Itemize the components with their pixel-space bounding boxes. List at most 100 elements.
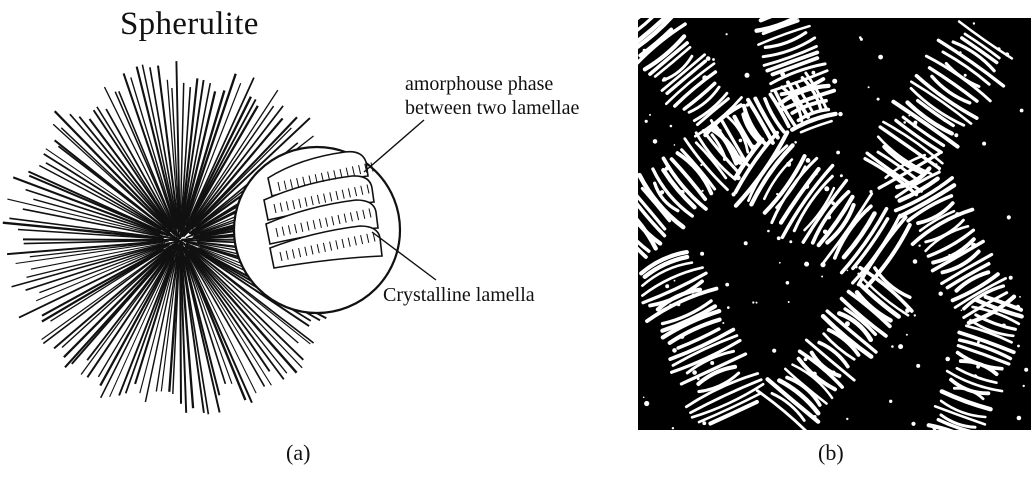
micrograph-speckle xyxy=(723,158,726,161)
micrograph-speckle xyxy=(698,171,701,174)
micrograph-speckle xyxy=(935,163,938,166)
micrograph-speckle xyxy=(955,212,960,217)
spherulite-micrograph xyxy=(638,18,1031,430)
micrograph-speckle xyxy=(789,240,792,243)
micrograph-speckle xyxy=(692,293,695,296)
micrograph-speckle xyxy=(971,243,976,248)
micrograph-speckle xyxy=(739,139,743,143)
micrograph-speckle xyxy=(674,144,676,146)
amorphous-label-line1: amorphouse phase xyxy=(405,72,579,96)
micrograph-speckle xyxy=(706,56,711,61)
micrograph-speckle xyxy=(677,303,681,307)
micrograph-speckle xyxy=(982,142,986,146)
micrograph-speckle xyxy=(974,375,977,378)
micrograph-speckle xyxy=(914,314,916,316)
micrograph-speckle xyxy=(702,75,707,80)
micrograph-speckle xyxy=(653,139,658,144)
micrograph-speckle xyxy=(725,283,729,287)
micrograph-speckle xyxy=(959,51,962,54)
micrograph-speckle xyxy=(772,349,776,353)
micrograph-speckle xyxy=(726,33,728,35)
micrograph-speckle xyxy=(878,55,883,60)
micrograph-speckle xyxy=(670,125,673,128)
micrograph-speckle xyxy=(746,103,750,107)
micrograph-speckle xyxy=(814,172,818,176)
micrograph-speckle xyxy=(767,230,770,233)
micrograph-speckle xyxy=(944,119,947,122)
micrograph-speckle xyxy=(786,281,790,285)
micrograph-speckle xyxy=(692,370,697,375)
micrograph-speckle xyxy=(1016,305,1020,309)
micrograph-speckle xyxy=(732,192,736,196)
micrograph-speckle xyxy=(859,36,862,39)
micrograph-speckle xyxy=(823,230,828,235)
micrograph-speckle xyxy=(644,401,649,406)
micrograph-speckle xyxy=(1024,368,1028,372)
micrograph-speckle xyxy=(812,372,816,376)
micrograph-speckle xyxy=(954,133,958,137)
micrograph-speckle xyxy=(840,174,843,177)
micrograph-speckle xyxy=(836,151,840,155)
micrograph-speckle xyxy=(1019,296,1021,298)
micrograph-speckle xyxy=(1017,416,1022,421)
micrograph-speckle xyxy=(745,73,750,78)
micrograph-panel xyxy=(638,18,1031,430)
micrograph-speckle xyxy=(948,254,950,256)
caption-b: (b) xyxy=(818,440,844,466)
micrograph-speckle xyxy=(832,79,837,84)
micrograph-speckle xyxy=(1020,109,1024,113)
micrograph-speckle xyxy=(786,162,791,167)
micrograph-speckle xyxy=(902,312,904,314)
micrograph-speckle xyxy=(794,141,797,144)
micrograph-speckle xyxy=(961,310,963,312)
micrograph-speckle xyxy=(1023,385,1025,387)
spherulite-diagram-panel: Spherulite amorphouse phase between two … xyxy=(0,0,620,430)
micrograph-speckle xyxy=(831,201,835,205)
micrograph-speckle xyxy=(804,357,808,361)
micrograph-speckle xyxy=(643,49,646,52)
micrograph-speckle xyxy=(812,71,816,75)
micrograph-speckle xyxy=(702,421,706,425)
micrograph-speckle xyxy=(714,311,717,314)
micrograph-speckle xyxy=(911,422,915,426)
micrograph-speckle xyxy=(877,98,880,101)
micrograph-speckle xyxy=(889,400,892,403)
micrograph-speckle xyxy=(847,270,849,272)
micrograph-speckle xyxy=(1001,309,1003,311)
micrograph-speckle xyxy=(1005,52,1009,56)
micrograph-speckle xyxy=(643,397,645,399)
micrograph-speckle xyxy=(945,357,950,362)
micrograph-speckle xyxy=(831,371,836,376)
micrograph-speckle xyxy=(918,245,920,247)
micrograph-speckle xyxy=(752,145,756,149)
micrograph-speckle xyxy=(710,361,714,365)
micrograph-speckle xyxy=(866,208,869,211)
micrograph-speckle xyxy=(1007,215,1011,219)
micrograph-speckle xyxy=(973,22,975,24)
micrograph-speckle xyxy=(697,377,700,380)
micrograph-speckle xyxy=(712,58,715,61)
amorphous-label-line2: between two lamellae xyxy=(405,96,579,120)
micrograph-speckle xyxy=(700,164,702,166)
micrograph-speckle xyxy=(868,86,870,88)
micrograph-speckle xyxy=(933,202,935,204)
micrograph-speckle xyxy=(964,74,967,77)
micrograph-speckle xyxy=(776,193,778,195)
micrograph-speckle xyxy=(702,190,704,192)
micrograph-speckle xyxy=(821,276,823,278)
micrograph-speckle xyxy=(674,280,676,282)
micrograph-speckle xyxy=(1009,276,1013,280)
amorphous-leader-line xyxy=(364,120,424,172)
micrograph-speckle xyxy=(916,364,920,368)
micrograph-speckle xyxy=(660,190,664,194)
radial-fibril xyxy=(23,239,179,240)
micrograph-speckle xyxy=(764,31,766,33)
micrograph-speckle xyxy=(838,112,842,116)
micrograph-speckle xyxy=(806,158,811,163)
micrograph-speckle xyxy=(907,163,909,165)
micrograph-speckle xyxy=(906,334,908,336)
micrograph-speckle xyxy=(727,306,730,309)
micrograph-speckle xyxy=(820,262,825,267)
micrograph-speckle xyxy=(977,341,980,344)
micrograph-speckle xyxy=(869,190,872,193)
